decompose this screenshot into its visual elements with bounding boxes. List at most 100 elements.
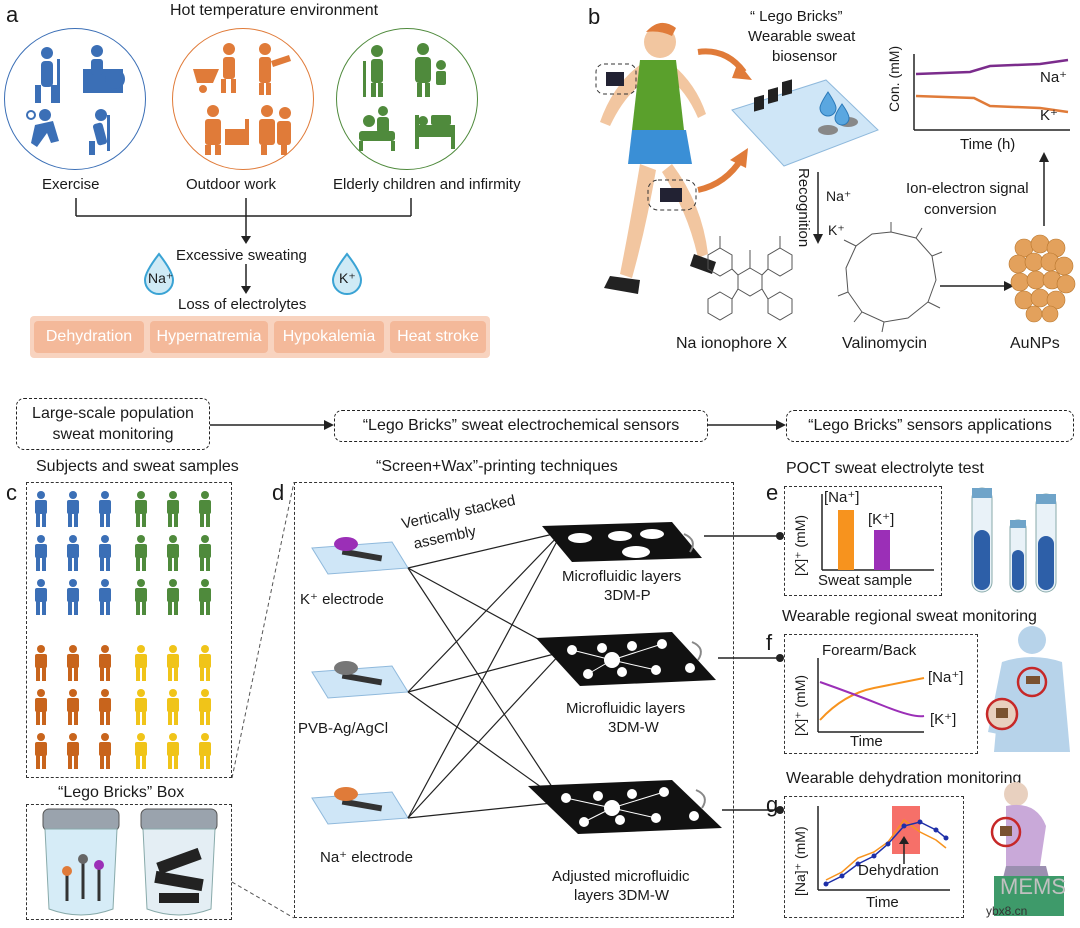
subject-figure bbox=[67, 689, 79, 725]
subject-figure bbox=[67, 733, 79, 769]
subject-figure bbox=[199, 535, 211, 571]
blue-series-point bbox=[885, 841, 891, 847]
molecule-na-ionophore: Na ionophore X bbox=[676, 335, 788, 352]
panel-g-title: Wearable dehydration monitoring bbox=[786, 770, 1022, 787]
orange-arrows bbox=[697, 48, 752, 193]
subject-figure bbox=[135, 689, 147, 725]
k-drop-label: K⁺ bbox=[339, 270, 356, 286]
subject-figure bbox=[135, 491, 147, 527]
signal-line1: Ion-electron signal bbox=[906, 180, 1029, 197]
panel-f-chart bbox=[817, 658, 925, 733]
sweating-label: Excessive sweating bbox=[176, 247, 307, 264]
seated-person-illustration bbox=[990, 782, 1064, 916]
watermark-site: ybx8.cn bbox=[986, 904, 1028, 918]
outdoor-icons bbox=[193, 43, 291, 155]
panel-g-letter: g bbox=[766, 792, 779, 817]
recognition-k: K⁺ bbox=[828, 222, 845, 238]
chart-k-label: K⁺ bbox=[1040, 107, 1058, 124]
panel-f-na: [Na⁺] bbox=[928, 669, 964, 686]
subject-figure bbox=[167, 645, 179, 681]
condition-heat-stroke: Heat stroke bbox=[390, 321, 486, 353]
panel-e-chart bbox=[821, 494, 934, 571]
subject-figure bbox=[167, 689, 179, 725]
panel-e-letter: e bbox=[766, 480, 779, 505]
panel-e-box bbox=[784, 486, 942, 596]
lego-box bbox=[26, 804, 232, 920]
loss-label: Loss of electrolytes bbox=[178, 296, 307, 313]
lego-jars bbox=[42, 808, 218, 916]
panel-d-title: “Screen+Wax”-printing techniques bbox=[376, 458, 618, 475]
elderly-icons bbox=[359, 43, 455, 151]
flow-box-population: Large-scale population sweat monitoring bbox=[16, 398, 210, 450]
molecule-aunps: AuNPs bbox=[1010, 335, 1060, 352]
subject-figure bbox=[67, 579, 79, 615]
panel-b-letter: b bbox=[588, 4, 601, 29]
layer1-line1: Microfluidic layers bbox=[562, 568, 682, 585]
subjects-figures bbox=[35, 491, 211, 769]
group-outdoor: Outdoor work bbox=[186, 176, 277, 193]
subject-figure bbox=[99, 733, 111, 769]
blue-series-point bbox=[871, 853, 877, 859]
torso-illustration bbox=[985, 626, 1070, 752]
layer3-line1: Adjusted microfluidic bbox=[552, 868, 690, 885]
biosensor-line2: Wearable sweat bbox=[748, 28, 856, 45]
electrode-ref-label: PVB-Ag/AgCl bbox=[298, 720, 389, 737]
blue-series-point bbox=[855, 861, 861, 867]
panel-c-letter: c bbox=[6, 480, 17, 505]
panel-f-k: [K⁺] bbox=[930, 711, 957, 728]
subject-figure bbox=[35, 645, 47, 681]
panel-f-xlabel: Time bbox=[850, 733, 883, 750]
panel-d-connectors bbox=[704, 532, 784, 814]
panel-f-letter: f bbox=[766, 630, 773, 655]
panel-g-annotation: Dehydration bbox=[858, 862, 939, 879]
na-curve bbox=[819, 677, 925, 721]
panel-a-letter: a bbox=[6, 2, 19, 27]
panel-a-connectors bbox=[75, 198, 412, 295]
k-curve bbox=[819, 681, 925, 718]
panel-g-xlabel: Time bbox=[866, 894, 899, 911]
sample-tubes bbox=[971, 487, 1057, 593]
bar-na-label: [Na⁺] bbox=[824, 489, 860, 506]
subject-figure bbox=[199, 733, 211, 769]
subject-figure bbox=[67, 491, 79, 527]
subject-figure bbox=[35, 535, 47, 571]
subject-figure bbox=[199, 645, 211, 681]
subject-figure bbox=[199, 491, 211, 527]
watermark-brand: MEMS bbox=[1000, 874, 1066, 899]
fabrication-box bbox=[294, 482, 734, 918]
subject-figure bbox=[167, 491, 179, 527]
subject-figure bbox=[35, 579, 47, 615]
outdoor-circle bbox=[172, 28, 314, 170]
electrode-k-label: K⁺ electrode bbox=[300, 591, 384, 608]
panel-g-box bbox=[784, 796, 964, 918]
condition-hypokalemia: Hypokalemia bbox=[274, 321, 384, 353]
panel-e-title: POCT sweat electrolyte test bbox=[786, 460, 984, 477]
subject-figure bbox=[199, 689, 211, 725]
condition-dehydration: Dehydration bbox=[34, 321, 144, 353]
electrode-ref bbox=[311, 661, 409, 699]
subject-figure bbox=[135, 645, 147, 681]
panel-g-ylabel: [Na]⁺ (mM) bbox=[792, 826, 808, 896]
panel-d-diagram bbox=[232, 482, 722, 919]
subject-figure bbox=[35, 491, 47, 527]
biosensor-patch bbox=[731, 79, 879, 167]
blue-series-point bbox=[943, 835, 949, 841]
subject-figure bbox=[99, 491, 111, 527]
chart-na-label: Na⁺ bbox=[1040, 69, 1068, 86]
subject-figure bbox=[135, 733, 147, 769]
subject-figure bbox=[199, 579, 211, 615]
recognition-na: Na⁺ bbox=[826, 188, 852, 204]
blue-series-point bbox=[917, 819, 923, 825]
subject-figure bbox=[135, 579, 147, 615]
electrode-k bbox=[311, 537, 409, 575]
flow-box-population-line1: Large-scale population bbox=[32, 405, 194, 422]
layer-3dm-w bbox=[536, 632, 716, 686]
runner-illustration bbox=[595, 22, 716, 294]
box-label: “Lego Bricks” Box bbox=[58, 784, 185, 801]
group-exercise: Exercise bbox=[42, 176, 100, 193]
subject-figure bbox=[99, 689, 111, 725]
panel-f-ylabel: [X]⁺ (mM) bbox=[792, 674, 808, 736]
exercise-circle bbox=[4, 28, 146, 170]
k-series-line bbox=[915, 94, 1069, 114]
layer-3dm-p bbox=[542, 522, 702, 562]
